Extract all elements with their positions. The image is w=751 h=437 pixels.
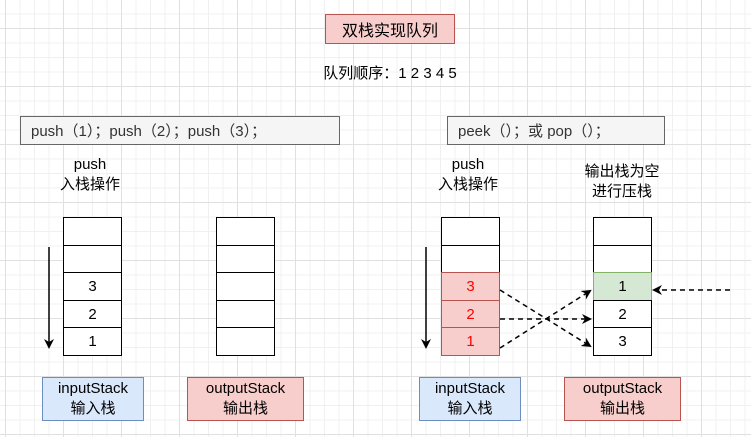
transfer-arrow-3: [499, 289, 592, 348]
label-line1: inputStack: [57, 380, 129, 397]
stack-cell: [63, 217, 122, 246]
stack-cell-highlighted: 1: [441, 327, 500, 356]
peek-pop-operations-text: peek（）；或 pop（）；: [458, 123, 610, 140]
stack-cell: [216, 327, 275, 356]
diagram-title: 双栈实现队列: [325, 14, 455, 44]
label-line2: 输出栈: [222, 400, 268, 417]
push-caption-right: push 入栈操作: [428, 155, 508, 195]
label-line2: 输入栈: [447, 400, 493, 417]
label-line2: 输出栈: [599, 400, 645, 417]
peek-pop-operations-box: peek（）；或 pop（）；: [447, 116, 665, 145]
queue-order-text: 队列顺序：1 2 3 4 5: [323, 65, 457, 82]
stack-cell-top: 1: [593, 272, 652, 301]
stack-cell-highlighted: 3: [441, 272, 500, 301]
push-caption-line1: push: [451, 156, 485, 173]
stack-cell: [216, 244, 275, 274]
stack-cell: 1: [63, 327, 122, 356]
stack-cell: 2: [63, 299, 122, 329]
transfer-caption-line2: 进行压栈: [591, 183, 652, 200]
right-output-stack: 1 2 3: [593, 217, 652, 356]
right-output-stack-label: outputStack 输出栈: [564, 377, 681, 421]
label-line2: 输入栈: [70, 400, 116, 417]
right-input-stack: 3 2 1: [441, 217, 500, 356]
transfer-caption-line1: 输出栈为空: [584, 163, 660, 180]
stack-cell: 3: [593, 327, 652, 356]
push-caption-line1: push: [73, 156, 107, 173]
transfer-caption: 输出栈为空 进行压栈: [567, 162, 677, 202]
push-caption-left: push 入栈操作: [50, 155, 130, 195]
label-line1: outputStack: [205, 380, 286, 397]
right-input-stack-label: inputStack 输入栈: [419, 377, 521, 421]
push-operations-text: push（1）；push（2）；push（3）；: [31, 123, 267, 140]
push-caption-line2: 入栈操作: [59, 176, 120, 193]
left-output-stack-label: outputStack 输出栈: [187, 377, 304, 421]
push-operations-box: push（1）；push（2）；push（3）；: [20, 116, 340, 145]
left-output-stack: [216, 217, 275, 356]
stack-cell: [63, 244, 122, 274]
stack-cell: [441, 217, 500, 246]
left-input-stack: 3 2 1: [63, 217, 122, 356]
push-caption-line2: 入栈操作: [437, 176, 498, 193]
label-line1: outputStack: [582, 380, 663, 397]
label-line1: inputStack: [434, 380, 506, 397]
left-input-stack-label: inputStack 输入栈: [42, 377, 144, 421]
